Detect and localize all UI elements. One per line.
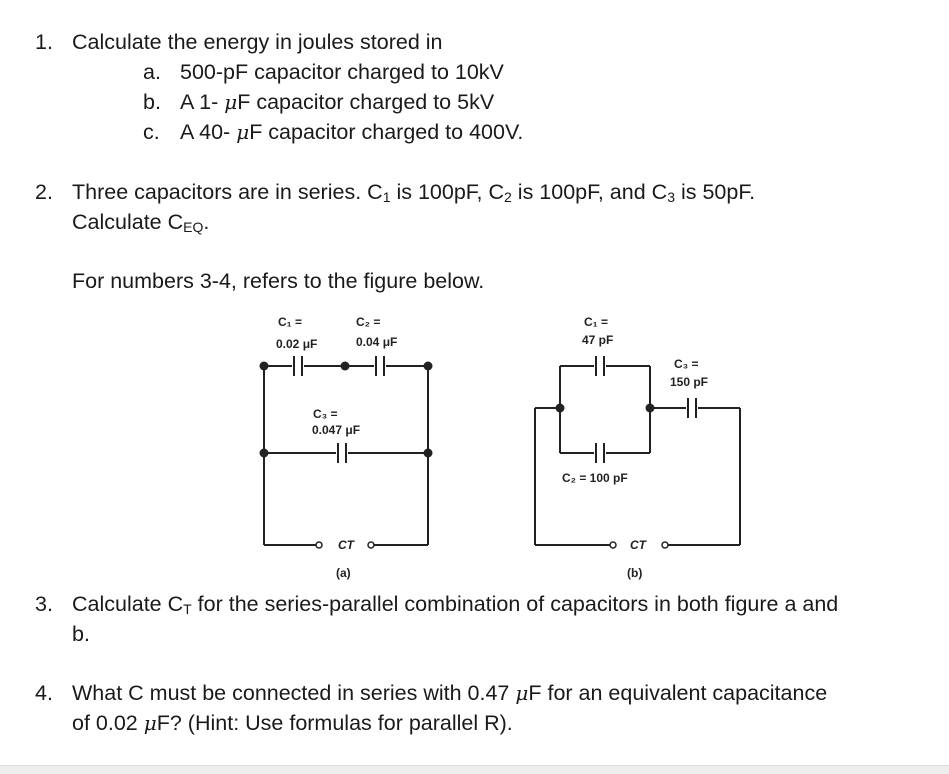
fig-a-caption: (a) <box>336 566 351 580</box>
circuit-figure: C₁ = 0.02 μF C₂ = 0.04 μF C₃ = 0.047 μF … <box>259 315 741 580</box>
q1-item-b-letter: b. <box>143 90 161 114</box>
fig-a-c2-label: C₂ = <box>356 315 380 329</box>
q2-line2: Calculate CEQ. <box>72 210 210 235</box>
fig-b-c2-text: C₂ = 100 pF <box>562 471 628 485</box>
q3-line2: b. <box>72 622 90 646</box>
fig-b-caption: (b) <box>627 566 642 580</box>
fig-b-c3-label: C₃ = <box>674 357 699 371</box>
q1-number: 1. <box>35 30 53 54</box>
q4-number: 4. <box>35 681 53 705</box>
q1-item-c: A 40- μF capacitor charged to 400V. <box>180 120 524 144</box>
fig-a-c2-value: 0.04 μF <box>356 335 397 349</box>
fig-a-c3-label: C₃ = <box>313 407 338 421</box>
fig-a-ct-label: CT <box>338 538 356 552</box>
fig-a-c1-label: C₁ = <box>278 315 302 329</box>
q2-line1: Three capacitors are in series. C1 is 10… <box>72 180 756 205</box>
fig-b-c3-value: 150 pF <box>670 375 708 389</box>
q3-number: 3. <box>35 592 53 616</box>
q1-item-b: A 1- μF capacitor charged to 5kV <box>180 90 495 114</box>
q1-item-a: 500-pF capacitor charged to 10kV <box>180 60 504 84</box>
fig-b-c1-value: 47 pF <box>582 333 613 347</box>
q1-item-c-letter: c. <box>143 120 160 144</box>
fig-b-c1-label: C₁ = <box>584 315 608 329</box>
q4-line2: of 0.02 μF? (Hint: Use formulas for para… <box>72 711 513 735</box>
q1-text: Calculate the energy in joules stored in <box>72 30 443 54</box>
fig-a-c1-value: 0.02 μF <box>276 337 317 351</box>
q4-line1: What C must be connected in series with … <box>72 681 828 705</box>
figure-note: For numbers 3-4, refers to the figure be… <box>72 269 485 293</box>
q3-line1: Calculate CT for the series-parallel com… <box>72 592 839 617</box>
q2-number: 2. <box>35 180 53 204</box>
fig-a-c3-value: 0.047 μF <box>312 423 360 437</box>
fig-b-ct-label: CT <box>630 538 648 552</box>
q1-item-a-letter: a. <box>143 60 161 84</box>
page-bottom-edge <box>0 765 949 774</box>
